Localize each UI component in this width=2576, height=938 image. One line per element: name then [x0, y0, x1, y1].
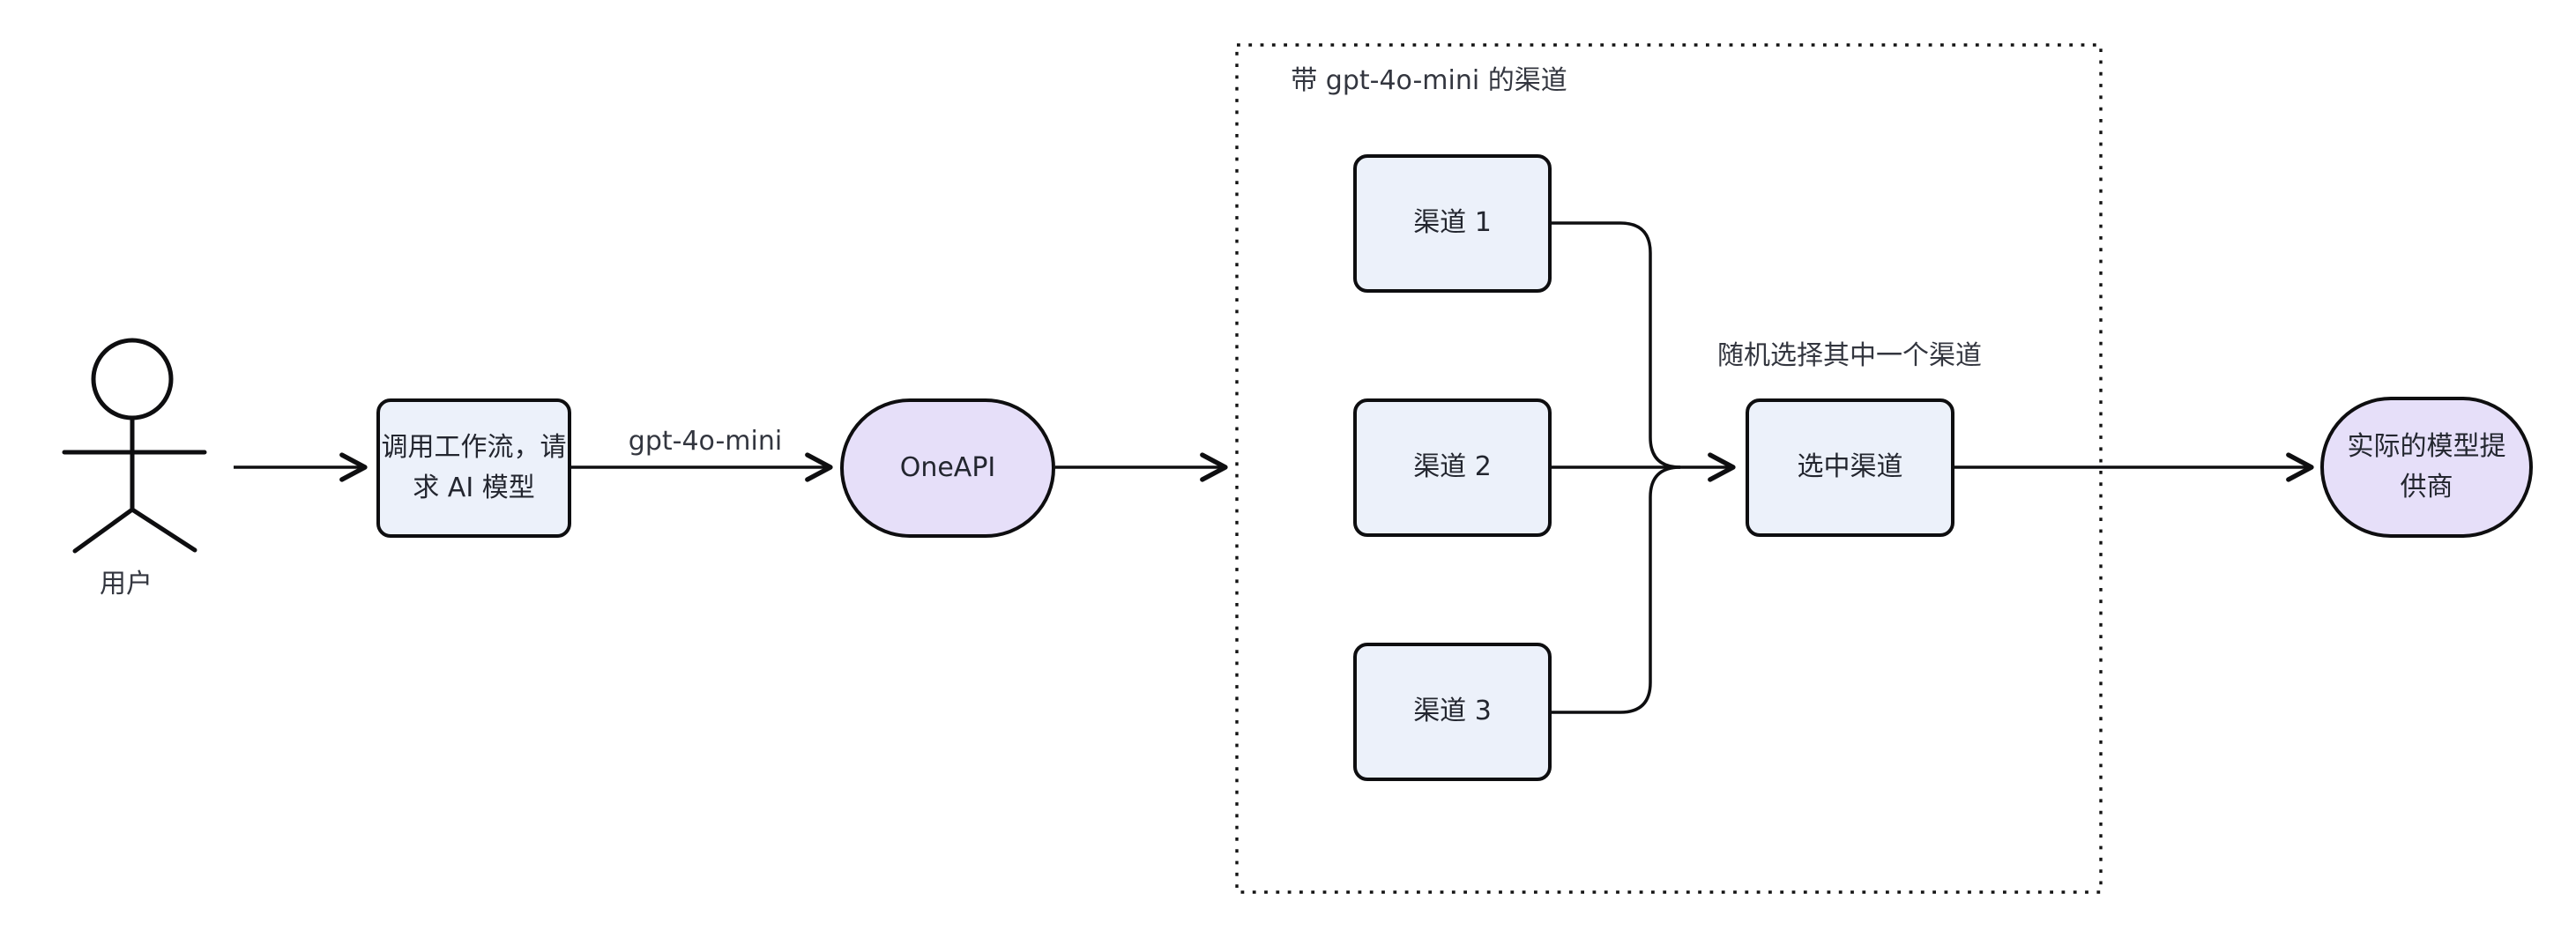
connector-channel1-merge	[1552, 221, 1681, 469]
node-workflow: 调用工作流，请求 AI 模型	[376, 398, 571, 538]
node-provider: 实际的模型提供商	[2320, 397, 2533, 538]
node-oneapi: OneAPI	[840, 398, 1055, 538]
node-channel-2: 渠道 2	[1353, 398, 1552, 537]
actor-label: 用户	[100, 569, 153, 599]
node-selected-channel: 选中渠道	[1746, 398, 1954, 537]
node-channel-3: 渠道 3	[1353, 643, 1552, 781]
node-workflow-label: 调用工作流，请求 AI 模型	[381, 431, 567, 504]
node-channel-3-label: 渠道 3	[1413, 696, 1492, 727]
node-channel-1: 渠道 1	[1353, 154, 1552, 293]
node-channel-1-label: 渠道 1	[1413, 207, 1492, 239]
connector-channel3-merge	[1552, 465, 1681, 714]
edge-label-random-select: 随机选择其中一个渠道	[1717, 340, 1982, 371]
node-oneapi-label: OneAPI	[899, 451, 996, 483]
subgraph-title: 带 gpt-4o-mini 的渠道	[1291, 65, 1567, 96]
actor-icon	[62, 338, 207, 554]
node-provider-label: 实际的模型提供商	[2347, 430, 2506, 503]
edge-label-model-name: gpt-4o-mini	[628, 426, 783, 457]
node-selected-channel-label: 选中渠道	[1797, 451, 1903, 483]
node-channel-2-label: 渠道 2	[1413, 451, 1492, 483]
